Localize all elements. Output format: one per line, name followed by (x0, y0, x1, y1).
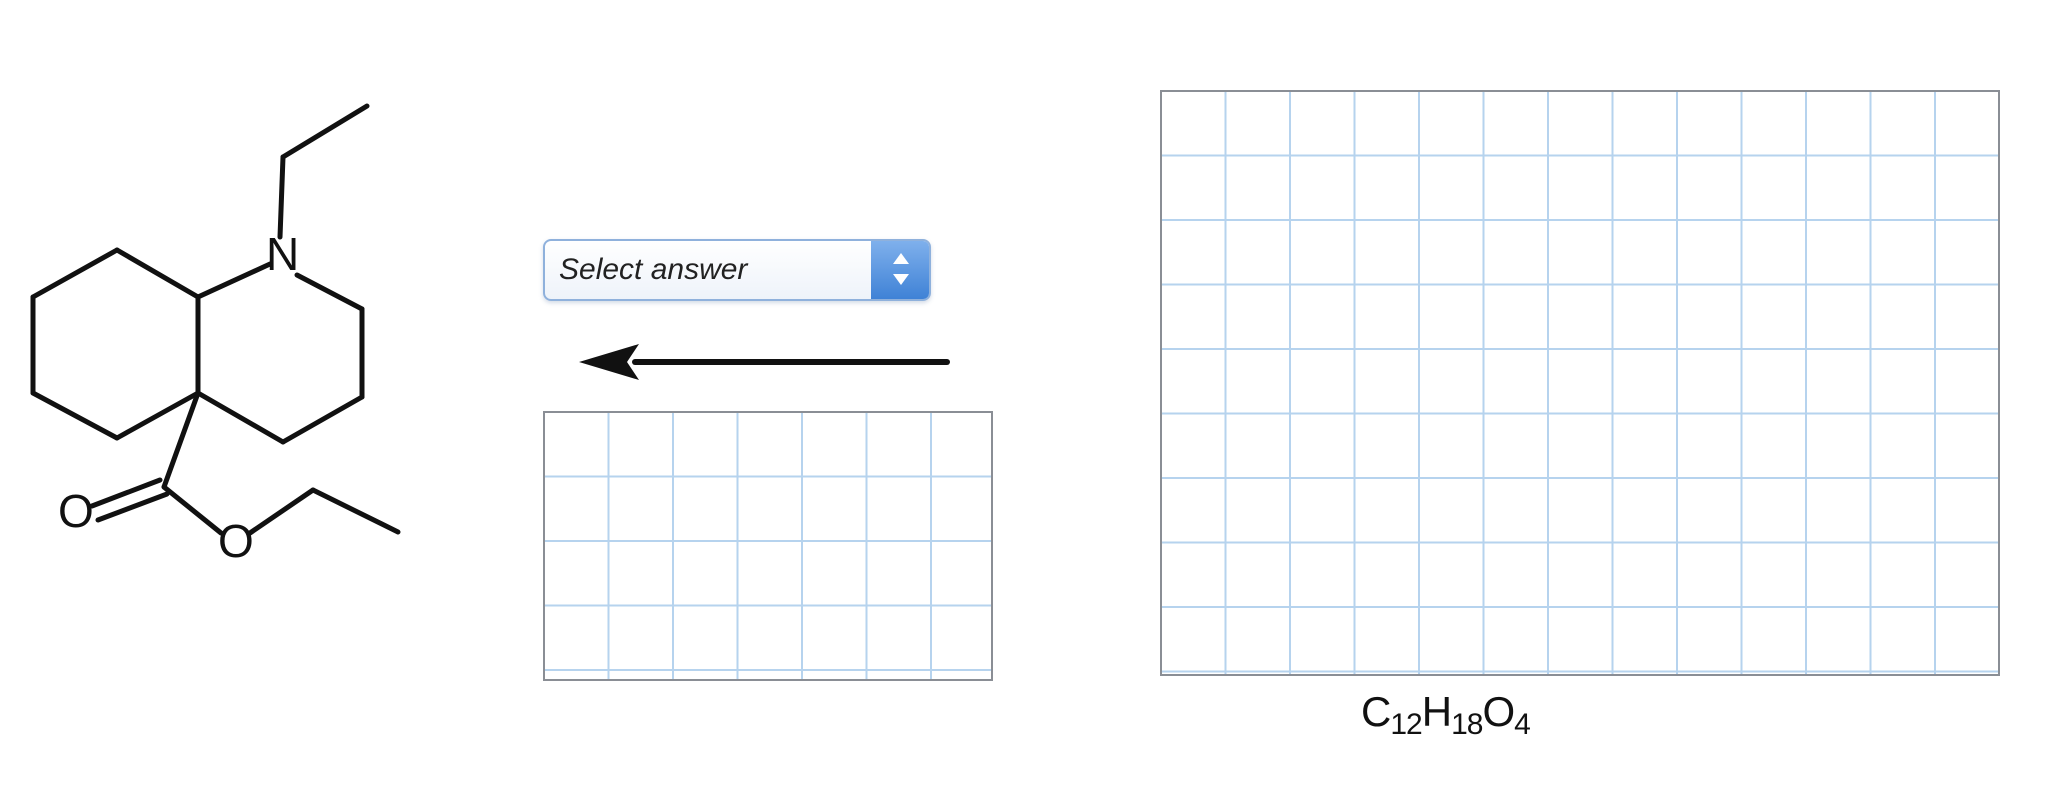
bond (95, 491, 170, 523)
bond (30, 247, 120, 300)
bond (247, 487, 316, 536)
starting-material-structure: N O O (30, 103, 401, 567)
bond (310, 487, 401, 535)
bond (280, 394, 365, 445)
bond (195, 390, 286, 445)
atom-label-carbonyl-oxygen: O (58, 485, 94, 537)
bond (161, 390, 201, 490)
product-drawing-canvas[interactable] (1160, 90, 2000, 676)
bond (114, 247, 201, 300)
bond (161, 484, 224, 536)
bond (30, 390, 120, 441)
reagent-drawing-canvas[interactable] (543, 411, 993, 681)
answer-select-dropdown[interactable]: Select answer (543, 239, 931, 301)
molecular-formula: C12H18O4 (1361, 688, 1531, 741)
bond (294, 272, 365, 312)
bond (114, 390, 201, 441)
atom-label-ester-oxygen: O (218, 515, 254, 567)
chevron-up-icon (893, 253, 909, 264)
atom-label-nitrogen: N (266, 228, 299, 280)
left-arrow-icon (579, 344, 950, 380)
bond (195, 261, 273, 300)
up-down-arrows-icon[interactable] (871, 241, 929, 299)
bond (277, 154, 286, 240)
bond (280, 103, 370, 160)
bond (89, 477, 163, 509)
chevron-down-icon (893, 274, 909, 285)
select-placeholder: Select answer (559, 253, 748, 286)
